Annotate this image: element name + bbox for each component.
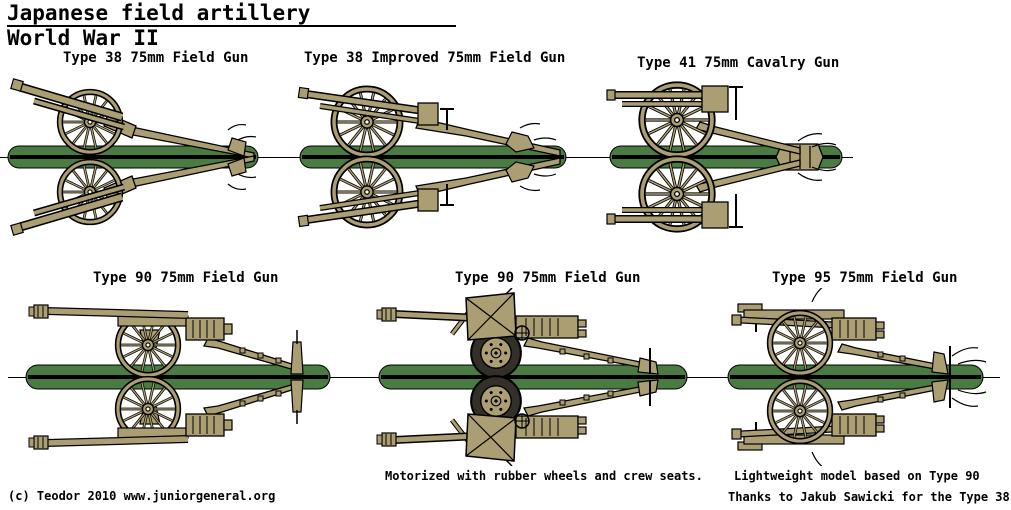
gun-drawing-type-41: [606, 85, 837, 155]
figure-type-38-improved-field-gun: [295, 70, 567, 246]
page-subtitle: World War II: [7, 26, 159, 50]
base-center-line: [730, 375, 981, 379]
gun-drawing-type-38-improved: [297, 87, 561, 156]
figure-label-type-41: Type 41 75mm Cavalry Gun: [637, 55, 840, 71]
base-center-line: [612, 155, 840, 159]
gun-drawing-type-90-motorized: [376, 288, 659, 379]
figure-type-90-motorized-field-gun: [372, 288, 688, 466]
gun-drawing-type-95: [731, 288, 987, 376]
figure-type-90-field-gun: [18, 304, 331, 466]
base-center-line: [381, 375, 685, 379]
note-type-90-motorized: Motorized with rubber wheels and crew se…: [385, 469, 703, 483]
credit-text: Thanks to Jakub Sawicki for the Type 38: [728, 490, 1010, 504]
figure-label-type-90: Type 90 75mm Field Gun: [93, 270, 279, 286]
figure-type-38-field-gun: [0, 78, 292, 246]
figure-label-type-38-improved: Type 38 Improved 75mm Field Gun: [304, 50, 566, 66]
figure-type-95-field-gun: [727, 288, 1011, 466]
figure-label-type-38: Type 38 75mm Field Gun: [63, 50, 249, 66]
figure-type-41-cavalry-gun: [598, 70, 843, 246]
base-center-line: [10, 155, 256, 159]
figure-label-type-90-motorized: Type 90 75mm Field Gun: [455, 270, 641, 286]
gun-drawing-type-90: [28, 304, 304, 375]
copyright-text: (c) Teodor 2010 www.juniorgeneral.org: [8, 489, 276, 503]
base-center-line: [28, 375, 328, 379]
page-header: Japanese field artillery: [7, 2, 456, 27]
page-title: Japanese field artillery: [7, 1, 311, 25]
figure-label-type-95: Type 95 75mm Field Gun: [772, 270, 958, 286]
note-type-95: Lightweight model based on Type 90: [734, 469, 980, 483]
base-center-line: [302, 155, 564, 159]
